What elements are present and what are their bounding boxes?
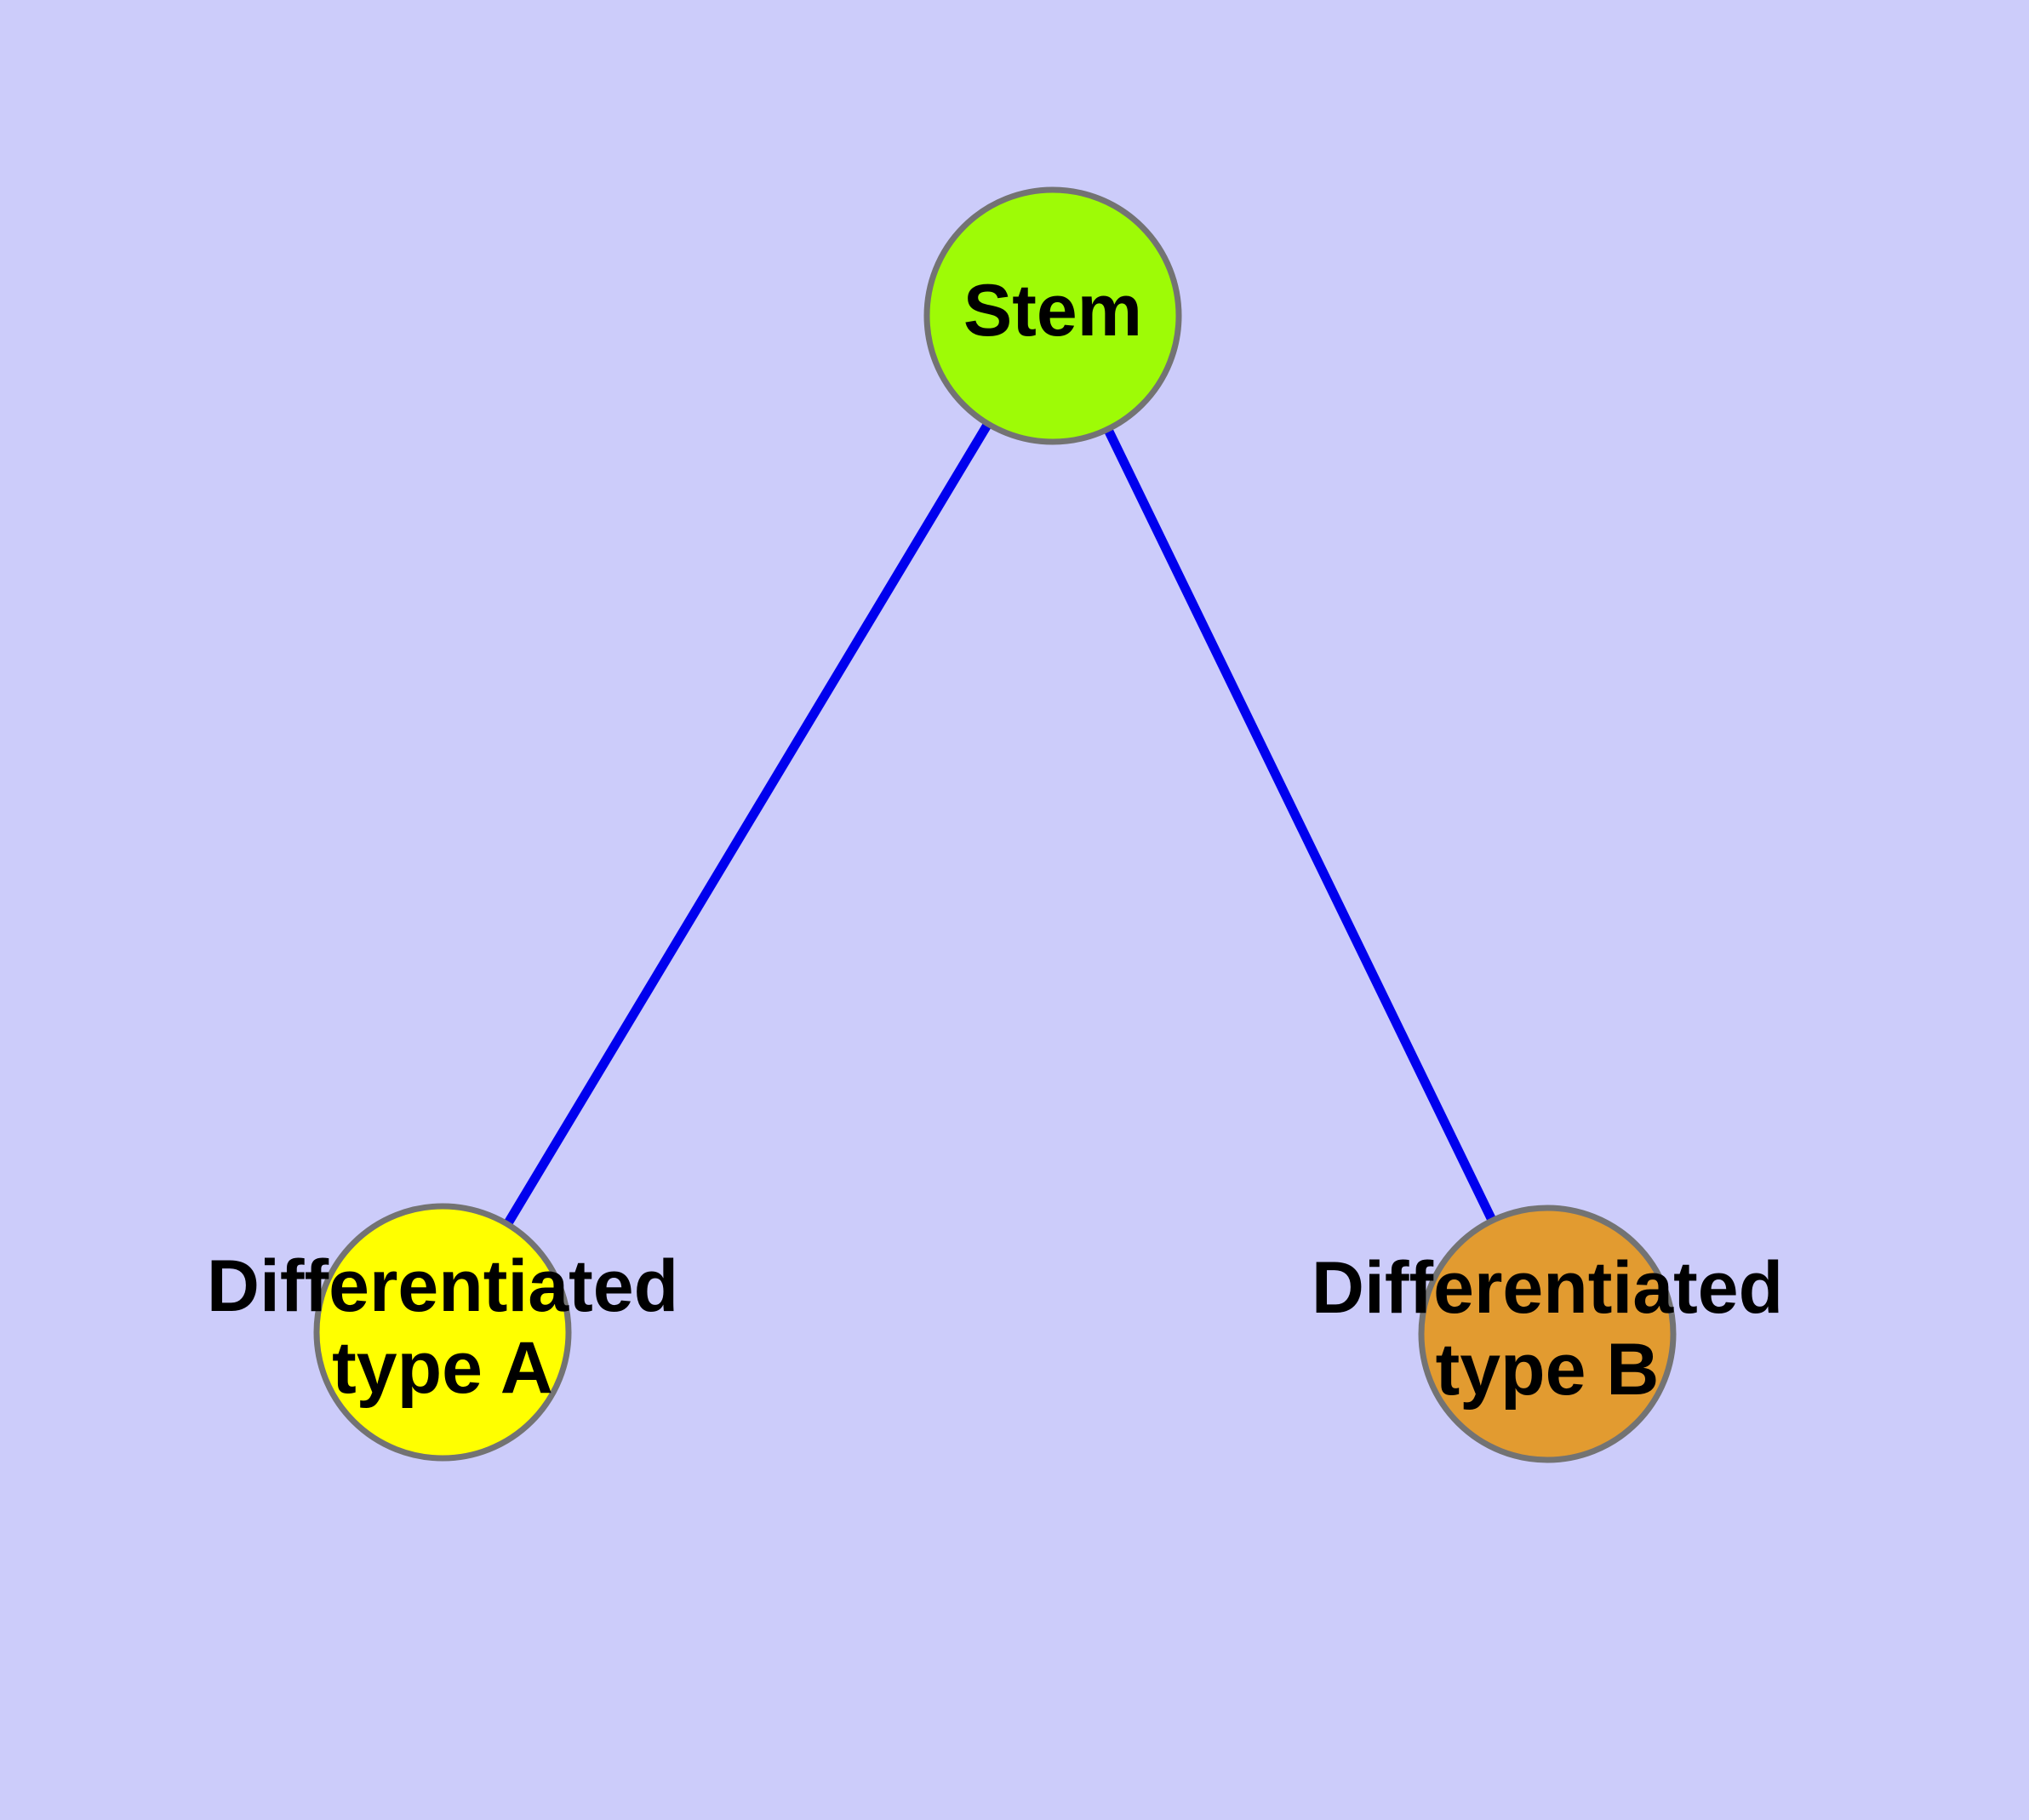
edges-group (503, 421, 1497, 1227)
node-circle-stem[interactable] (923, 186, 1182, 445)
node-label-line: Differentiated (1312, 1247, 1783, 1329)
node-label-line: Stem (963, 270, 1142, 352)
graph-node-diff_a[interactable] (313, 1203, 572, 1462)
node-label-line: type B (1436, 1329, 1660, 1411)
node-label-line: type A (332, 1327, 553, 1409)
node-label-line: Differentiated (207, 1245, 678, 1327)
node-circle-diff_a[interactable] (313, 1203, 572, 1462)
graph-node-diff_b[interactable] (1418, 1205, 1677, 1463)
node-label-stem: Stem (963, 270, 1142, 352)
node-circle-diff_b[interactable] (1418, 1205, 1677, 1463)
graph-node-stem[interactable] (923, 186, 1182, 445)
graph-edge[interactable] (1103, 426, 1497, 1223)
graph-edge[interactable] (503, 421, 992, 1227)
